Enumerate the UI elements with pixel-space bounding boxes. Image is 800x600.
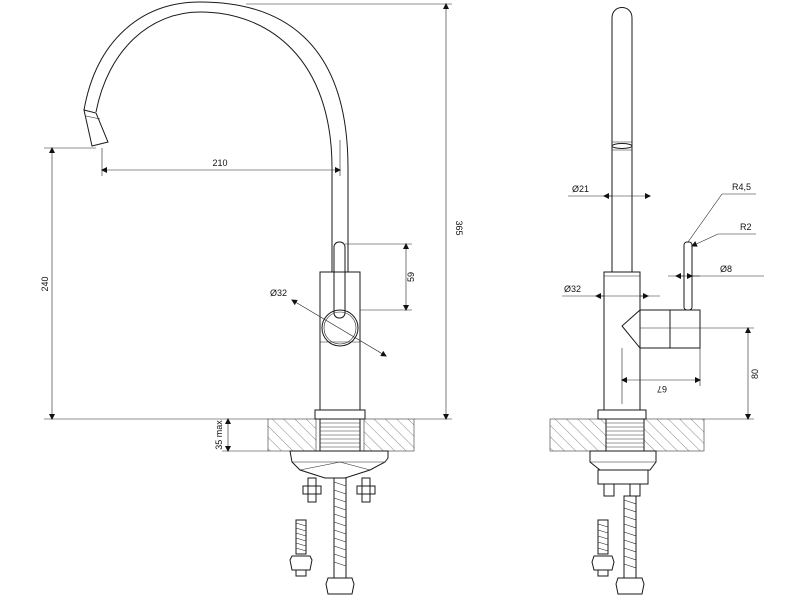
- dim-lever-height: 59: [345, 243, 416, 311]
- dim-lever-height-label: 59: [406, 272, 416, 282]
- front-thread-shank: [319, 418, 361, 452]
- side-base-ring: [597, 409, 647, 420]
- side-hose-left: [591, 519, 615, 577]
- front-mounting-plate: [289, 450, 389, 479]
- front-deck-right: [363, 418, 415, 452]
- front-hose-left: [289, 519, 313, 577]
- side-view: Ø21 R4,5 R2 Ø8 Ø32: [549, 7, 764, 595]
- side-deck-left: [549, 418, 607, 452]
- front-base-ring: [314, 409, 366, 420]
- front-deck-left: [267, 418, 317, 452]
- dim-body-diameter-side-label: Ø32: [564, 284, 581, 294]
- dim-spout-height-label: 240: [40, 276, 50, 291]
- dim-lever-base-height-label: 80: [750, 369, 760, 379]
- dim-lever-radius-top-label: R4,5: [732, 182, 751, 192]
- front-studs: [302, 477, 376, 503]
- dim-body-diameter-front-label: Ø32: [270, 288, 287, 298]
- dim-lever-radius-tip-label: R2: [740, 222, 752, 232]
- side-mounting-plate: [589, 450, 657, 497]
- dim-body-diameter-front: Ø32: [270, 288, 387, 357]
- dim-spout-reach-label: 210: [212, 158, 227, 168]
- dim-total-height-label: 365: [454, 220, 464, 235]
- dim-lever-offset-label: 67: [657, 384, 667, 394]
- side-spout: [611, 7, 633, 272]
- side-deck-right: [643, 418, 705, 452]
- dim-lever-diameter-label: Ø8: [720, 264, 732, 274]
- dim-lever-offset: 67: [621, 348, 701, 404]
- dim-total-height: 365: [246, 3, 464, 420]
- dim-lever-radius-top: R4,5: [687, 182, 756, 243]
- dim-spout-reach: 210: [101, 140, 341, 176]
- dim-lever-base-height: 80: [700, 327, 760, 420]
- front-view: 210 240 365 59 Ø32: [40, 1, 464, 595]
- dim-deck-thickness-label: 35 max: [214, 420, 224, 450]
- dim-body-diameter-side: Ø32: [562, 284, 660, 299]
- front-hose-center: [325, 477, 355, 595]
- front-spout: [83, 1, 349, 272]
- dim-spout-height: 240: [40, 147, 268, 420]
- front-lever: [321, 241, 359, 347]
- front-body: [319, 271, 361, 411]
- side-lever: [621, 241, 701, 349]
- dim-lever-radius-tip: R2: [691, 222, 756, 247]
- dim-deck-thickness: 35 max: [214, 418, 268, 452]
- dim-spout-diameter-label: Ø21: [572, 184, 589, 194]
- side-hose-center: [615, 495, 645, 595]
- dim-lever-diameter: Ø8: [668, 264, 764, 279]
- dim-spout-diameter: Ø21: [568, 184, 651, 199]
- side-thread-shank: [605, 418, 645, 452]
